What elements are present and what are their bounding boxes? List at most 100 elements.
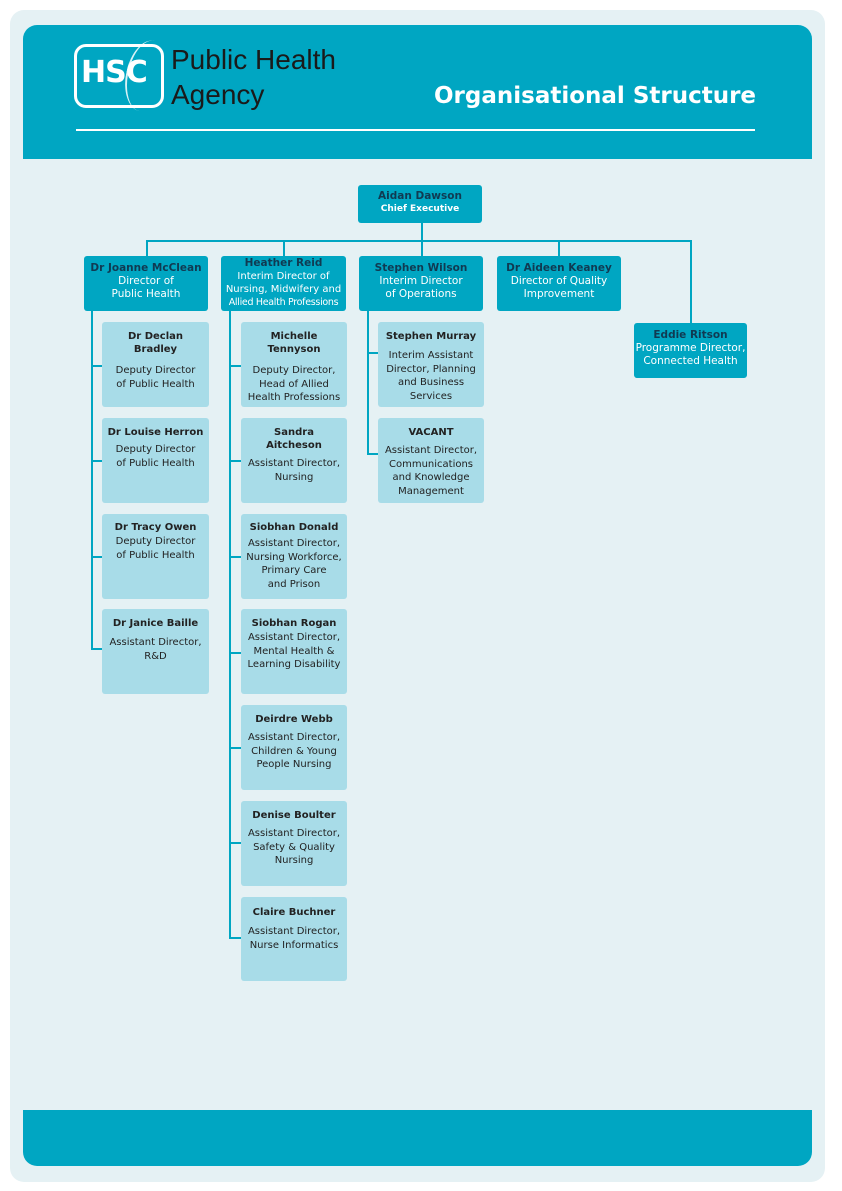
connector-ph-1 — [91, 365, 102, 367]
staff-role-line: of Public Health — [116, 378, 195, 390]
connector-ph-4 — [91, 648, 102, 650]
connector-ph-spine — [91, 310, 93, 650]
director-role-line: Programme Director, — [635, 342, 746, 354]
director-box: Dr Joanne McClean Director of Public Hea… — [84, 256, 208, 311]
staff-box: Dr Declan Bradley Deputy Director of Pub… — [102, 322, 209, 407]
staff-box: Stephen Murray Interim Assistant Directo… — [378, 322, 484, 407]
connector-nursing-spine — [229, 310, 231, 939]
staff-role-line: R&D — [144, 650, 167, 662]
staff-role-line: Health Professions — [247, 392, 341, 403]
connector-ops-1 — [367, 352, 378, 354]
staff-role-line: Director, Planning — [386, 363, 476, 375]
connector-director-1 — [146, 240, 148, 256]
staff-name: Deirdre Webb — [255, 714, 333, 725]
connector-director-3 — [421, 240, 423, 256]
connector-nursing-6 — [229, 842, 241, 844]
staff-role-line: Nursing — [274, 471, 314, 483]
staff-role-line: Assistant Director, — [247, 828, 341, 839]
staff-name: Siobhan Donald — [249, 522, 339, 533]
staff-role-line: Assistant Director, — [247, 458, 341, 469]
connector-director-bar — [146, 240, 692, 242]
director-name: Stephen Wilson — [374, 262, 468, 274]
director-role-line: Director of Quality — [510, 275, 608, 287]
staff-role-line: Primary Care — [261, 565, 327, 576]
staff-box: Claire Buchner Assistant Director, Nurse… — [241, 897, 347, 981]
staff-box: Denise Boulter Assistant Director, Safet… — [241, 801, 347, 886]
agency-name-line2: Agency — [171, 79, 265, 110]
director-role-line: Nursing, Midwifery and — [225, 284, 342, 295]
director-role-line: Public Health — [111, 288, 181, 300]
director-box: Stephen Wilson Interim Director of Opera… — [359, 256, 483, 311]
staff-role-line: Safety & Quality — [253, 841, 335, 853]
director-role-line: Improvement — [523, 288, 595, 300]
staff-box: Dr Janice Baille Assistant Director, R&D — [102, 609, 209, 694]
connector-director-5 — [690, 240, 692, 323]
staff-box: VACANT Assistant Director, Communication… — [378, 418, 484, 503]
staff-box: Siobhan Donald Assistant Director, Nursi… — [241, 514, 347, 599]
page-title: Organisational Structure — [434, 83, 757, 109]
staff-role-line: Communications — [388, 458, 474, 470]
staff-name: Stephen Murray — [385, 331, 477, 342]
header-divider — [76, 129, 755, 131]
hsc-logo — [74, 44, 164, 108]
staff-role-line: Interim Assistant — [388, 350, 474, 361]
director-role-line: Interim Director of — [237, 271, 330, 282]
connector-nursing-1 — [229, 365, 241, 367]
staff-box: Dr Louise Herron Deputy Director of Publ… — [102, 418, 209, 503]
ceo-box: Aidan Dawson Chief Executive — [358, 185, 482, 223]
connector-director-2 — [283, 240, 285, 256]
director-role-line: Connected Health — [643, 355, 738, 367]
connector-nursing-2 — [229, 460, 241, 462]
staff-role-line: Deputy Director — [115, 365, 196, 376]
director-role-line: Allied Health Professions — [228, 297, 339, 308]
staff-role-line: Mental Health & — [253, 645, 335, 657]
staff-role-line: Deputy Director, — [252, 365, 336, 376]
staff-role-line: Assistant Director, — [247, 632, 341, 643]
staff-name: Michelle Tennyson — [267, 331, 321, 355]
staff-box: Deirdre Webb Assistant Director, Childre… — [241, 705, 347, 790]
staff-name: Sandra Aitcheson — [266, 427, 322, 451]
director-box: Dr Aideen Keaney Director of Quality Imp… — [497, 256, 621, 311]
staff-role-line: Children & Young — [251, 745, 337, 757]
agency-name-line1: Public Health — [171, 44, 336, 75]
footer-banner — [23, 1110, 812, 1166]
staff-name: Claire Buchner — [252, 907, 336, 918]
staff-role-line: of Public Health — [116, 549, 195, 561]
connector-ph-2 — [91, 460, 102, 462]
staff-role-line: Assistant Director, — [247, 538, 341, 549]
staff-role-line: Assistant Director, — [109, 637, 202, 648]
staff-role-line: Nursing Workforce, — [246, 551, 342, 563]
staff-name: Dr Janice Baille — [112, 618, 199, 629]
staff-role-line: People Nursing — [256, 759, 332, 770]
director-name: Eddie Ritson — [653, 329, 728, 341]
connector-ceo-down — [421, 222, 423, 242]
connector-director-4 — [558, 240, 560, 256]
staff-role-line: Nurse Informatics — [249, 939, 339, 951]
staff-name: Dr Louise Herron — [107, 427, 204, 438]
staff-role-line: Services — [409, 390, 453, 402]
logo-text: HSC — [81, 55, 148, 90]
connector-nursing-5 — [229, 747, 241, 749]
staff-name: Denise Boulter — [252, 810, 336, 821]
staff-role-line: of Public Health — [116, 457, 195, 469]
ceo-name: Aidan Dawson — [378, 190, 462, 202]
director-role-line: Director of — [118, 275, 174, 287]
staff-name: Dr Declan Bradley — [127, 331, 184, 355]
connector-nursing-7 — [229, 937, 241, 939]
staff-role-line: Head of Allied — [259, 378, 329, 390]
staff-role-line: Assistant Director, — [247, 926, 341, 937]
staff-box: Michelle Tennyson Deputy Director, Head … — [241, 322, 347, 407]
connector-ops-2 — [367, 453, 378, 455]
connector-nursing-4 — [229, 652, 241, 654]
connector-ph-3 — [91, 556, 102, 558]
director-name: Dr Aideen Keaney — [506, 262, 612, 274]
director-name: Heather Reid — [244, 257, 323, 269]
staff-name: Dr Tracy Owen — [114, 522, 197, 533]
director-box: Heather Reid Interim Director of Nursing… — [221, 256, 346, 311]
staff-name: Siobhan Rogan — [251, 618, 337, 629]
director-box: Eddie Ritson Programme Director, Connect… — [634, 323, 747, 378]
staff-box: Siobhan Rogan Assistant Director, Mental… — [241, 609, 347, 694]
staff-role-line: Learning Disability — [247, 659, 341, 670]
staff-role-line: Assistant Director, — [384, 445, 478, 456]
staff-role-line: Nursing — [274, 855, 314, 866]
